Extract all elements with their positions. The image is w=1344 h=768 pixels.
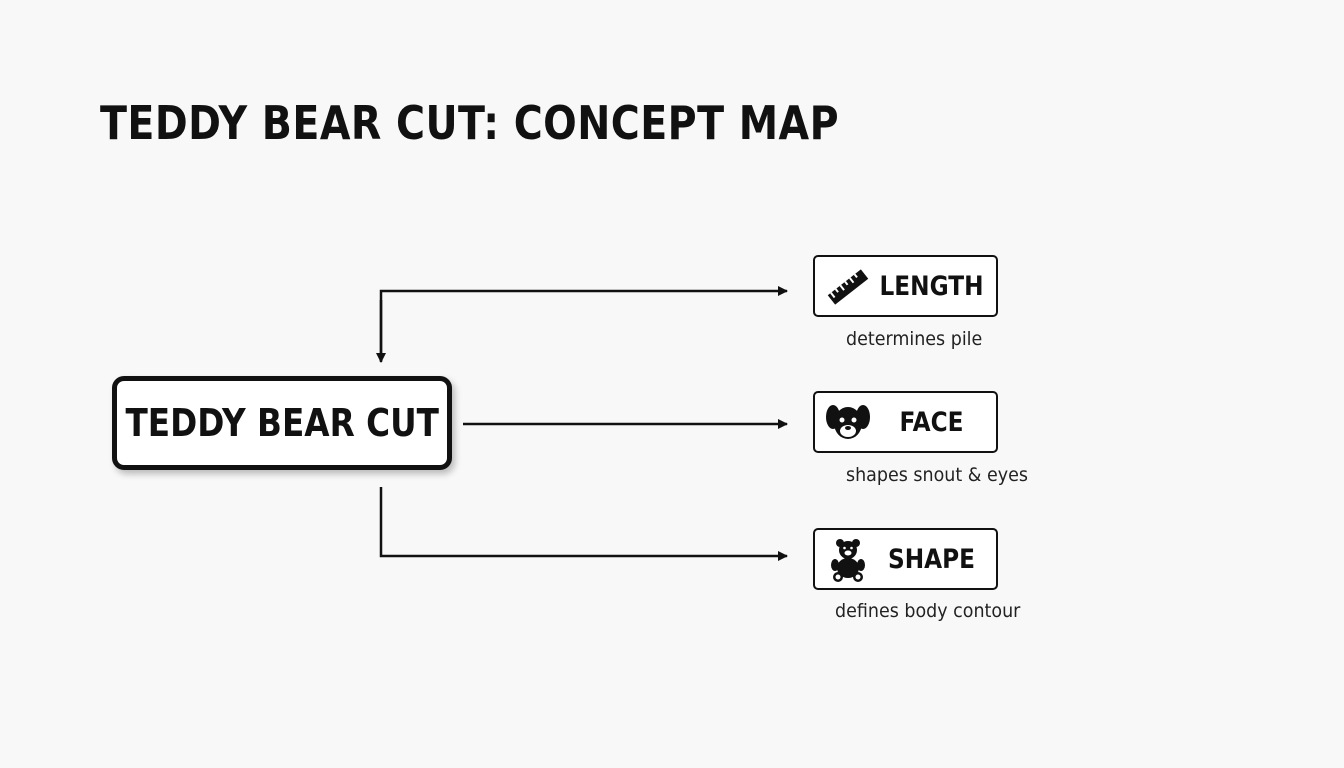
node-length-label: LENGTH (879, 270, 984, 302)
node-shape-caption: defines body contour (835, 600, 1021, 622)
dog-face-icon (825, 401, 871, 445)
node-face: FACE (813, 391, 998, 453)
center-node: TEDDY BEAR CUT (112, 376, 452, 470)
center-node-label: TEDDY BEAR CUT (125, 401, 439, 445)
teddy-bear-icon (825, 538, 871, 582)
node-shape-label: SHAPE (887, 543, 975, 575)
arrow-to-shape (379, 487, 788, 561)
node-length-caption: determines pile (846, 328, 983, 350)
node-face-label: FACE (899, 406, 964, 438)
ruler-icon (825, 265, 871, 309)
arrow-to-length (379, 286, 788, 361)
node-shape: SHAPE (813, 528, 998, 590)
node-length: LENGTH (813, 255, 998, 317)
page-title: TEDDY BEAR CUT: CONCEPT MAP (100, 96, 839, 150)
node-face-caption: shapes snout & eyes (846, 464, 1028, 486)
